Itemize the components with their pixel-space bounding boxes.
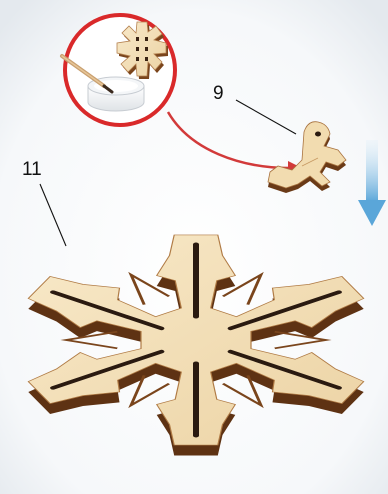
callout-label-9: 9	[213, 84, 224, 103]
glue-detail-inset	[62, 15, 175, 125]
callout-label-11: 11	[22, 160, 42, 179]
